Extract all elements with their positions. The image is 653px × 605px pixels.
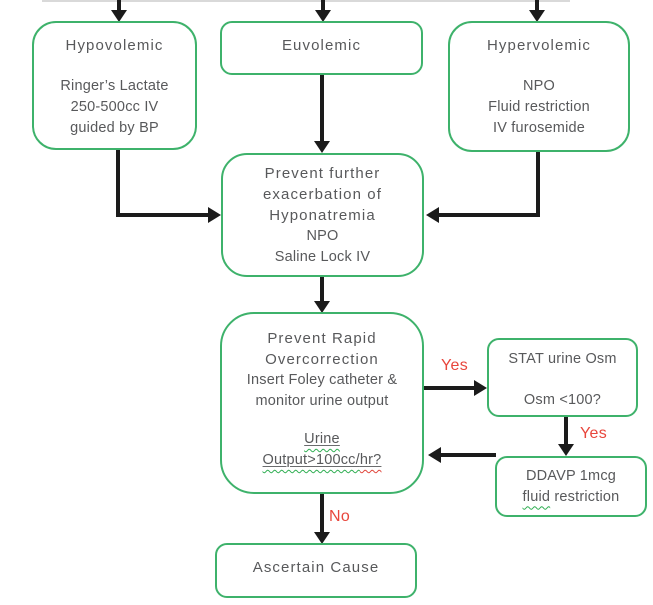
node-prevent-exacerbation-line: Saline Lock IV — [274, 248, 371, 265]
node-ddavp-line1: DDAVP 1mcg — [525, 467, 617, 484]
node-prevent-rapid-line: Insert Foley catheter & — [246, 372, 398, 388]
arrowhead-down-icon — [314, 141, 330, 153]
node-ascertain-cause-title: Ascertain Cause — [252, 559, 380, 576]
node-hypovolemic-title: Hypovolemic — [65, 37, 164, 54]
node-prevent-exacerbation-line: Hyponatremia — [269, 206, 376, 224]
arrowhead-right-icon — [208, 207, 221, 223]
node-prevent-exacerbation: Prevent further exacerbation of Hyponatr… — [221, 153, 424, 277]
edge-label-yes-to-stat: Yes — [441, 357, 469, 374]
arrowhead-down-icon — [111, 10, 127, 22]
node-stat-urine-osm: STAT urine Osm Osm <100? — [487, 338, 638, 417]
node-prevent-exacerbation-line: NPO — [306, 227, 339, 244]
arrowhead-right-icon — [474, 380, 487, 396]
node-hypovolemic-line: 250-500cc IV — [70, 99, 159, 115]
cropped-top-divider — [42, 0, 570, 2]
node-hypervolemic-title: Hypervolemic — [486, 37, 592, 54]
node-hypovolemic-line: guided by BP — [70, 120, 159, 136]
arrowhead-left-icon — [428, 447, 441, 463]
node-prevent-rapid-line: Overcorrection — [265, 351, 379, 368]
node-prevent-rapid-question-line2: Output>100cc/hr? — [262, 452, 382, 468]
node-prevent-rapid-line: Prevent Rapid — [267, 330, 377, 347]
node-stat-urine-osm-line2: Osm <100? — [523, 392, 602, 408]
node-ddavp-line2: fluid restriction — [522, 488, 620, 505]
node-hypervolemic-line: NPO — [522, 78, 556, 94]
node-ascertain-cause: Ascertain Cause — [215, 543, 417, 598]
arrowhead-left-icon — [426, 207, 439, 223]
node-prevent-rapid: Prevent Rapid Overcorrection Insert Fole… — [220, 312, 424, 494]
node-euvolemic: Euvolemic — [220, 21, 423, 75]
edge-label-no-to-ascertain: No — [329, 508, 351, 525]
node-prevent-rapid-question-line1: Urine — [304, 431, 340, 447]
node-hypervolemic-line: IV furosemide — [492, 120, 586, 136]
node-euvolemic-title: Euvolemic — [281, 36, 362, 54]
arrowhead-down-icon — [529, 10, 545, 22]
node-ddavp: DDAVP 1mcg fluid restriction — [495, 456, 647, 517]
node-prevent-exacerbation-line: exacerbation of — [262, 185, 383, 203]
node-prevent-rapid-line: monitor urine output — [255, 393, 389, 409]
node-hypervolemic: Hypervolemic NPO Fluid restriction IV fu… — [448, 21, 630, 152]
arrowhead-down-icon — [315, 10, 331, 22]
node-stat-urine-osm-line1: STAT urine Osm — [508, 351, 617, 367]
arrowhead-down-icon — [314, 301, 330, 313]
node-hypervolemic-line: Fluid restriction — [488, 99, 590, 115]
node-prevent-exacerbation-line: Prevent further — [264, 164, 381, 182]
node-hypovolemic: Hypovolemic Ringer’s Lactate 250-500cc I… — [32, 21, 197, 150]
node-hypovolemic-line: Ringer’s Lactate — [60, 78, 169, 94]
arrowhead-down-icon — [558, 444, 574, 456]
arrowhead-down-icon — [314, 532, 330, 544]
edge-label-yes-to-ddavp: Yes — [580, 425, 608, 442]
